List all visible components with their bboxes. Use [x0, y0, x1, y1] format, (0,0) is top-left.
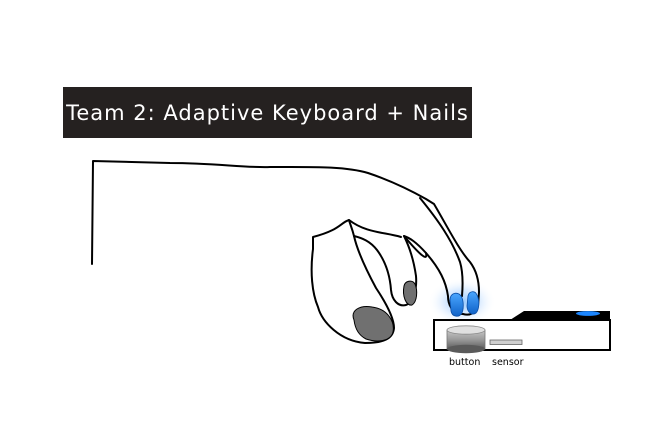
index-nail-blue [466, 291, 480, 315]
button-label: button [449, 357, 480, 368]
device-indicator-light [576, 311, 600, 316]
diagram-title: Team 2: Adaptive Keyboard + Nails [66, 100, 469, 125]
sensor-strip [489, 339, 523, 345]
middle-nail-blue [449, 292, 464, 317]
finger-line-middle [403, 235, 428, 258]
finger-line-ring [348, 219, 355, 237]
thumb-nail [352, 306, 394, 342]
button-cylinder-bottom [447, 344, 485, 354]
sensor-label: sensor [492, 357, 524, 368]
ring-nail [403, 280, 418, 306]
finger-line-index [419, 197, 464, 297]
hand-outline [91, 160, 480, 344]
button-cylinder-top [446, 325, 486, 335]
title-banner: Team 2: Adaptive Keyboard + Nails [63, 87, 472, 138]
